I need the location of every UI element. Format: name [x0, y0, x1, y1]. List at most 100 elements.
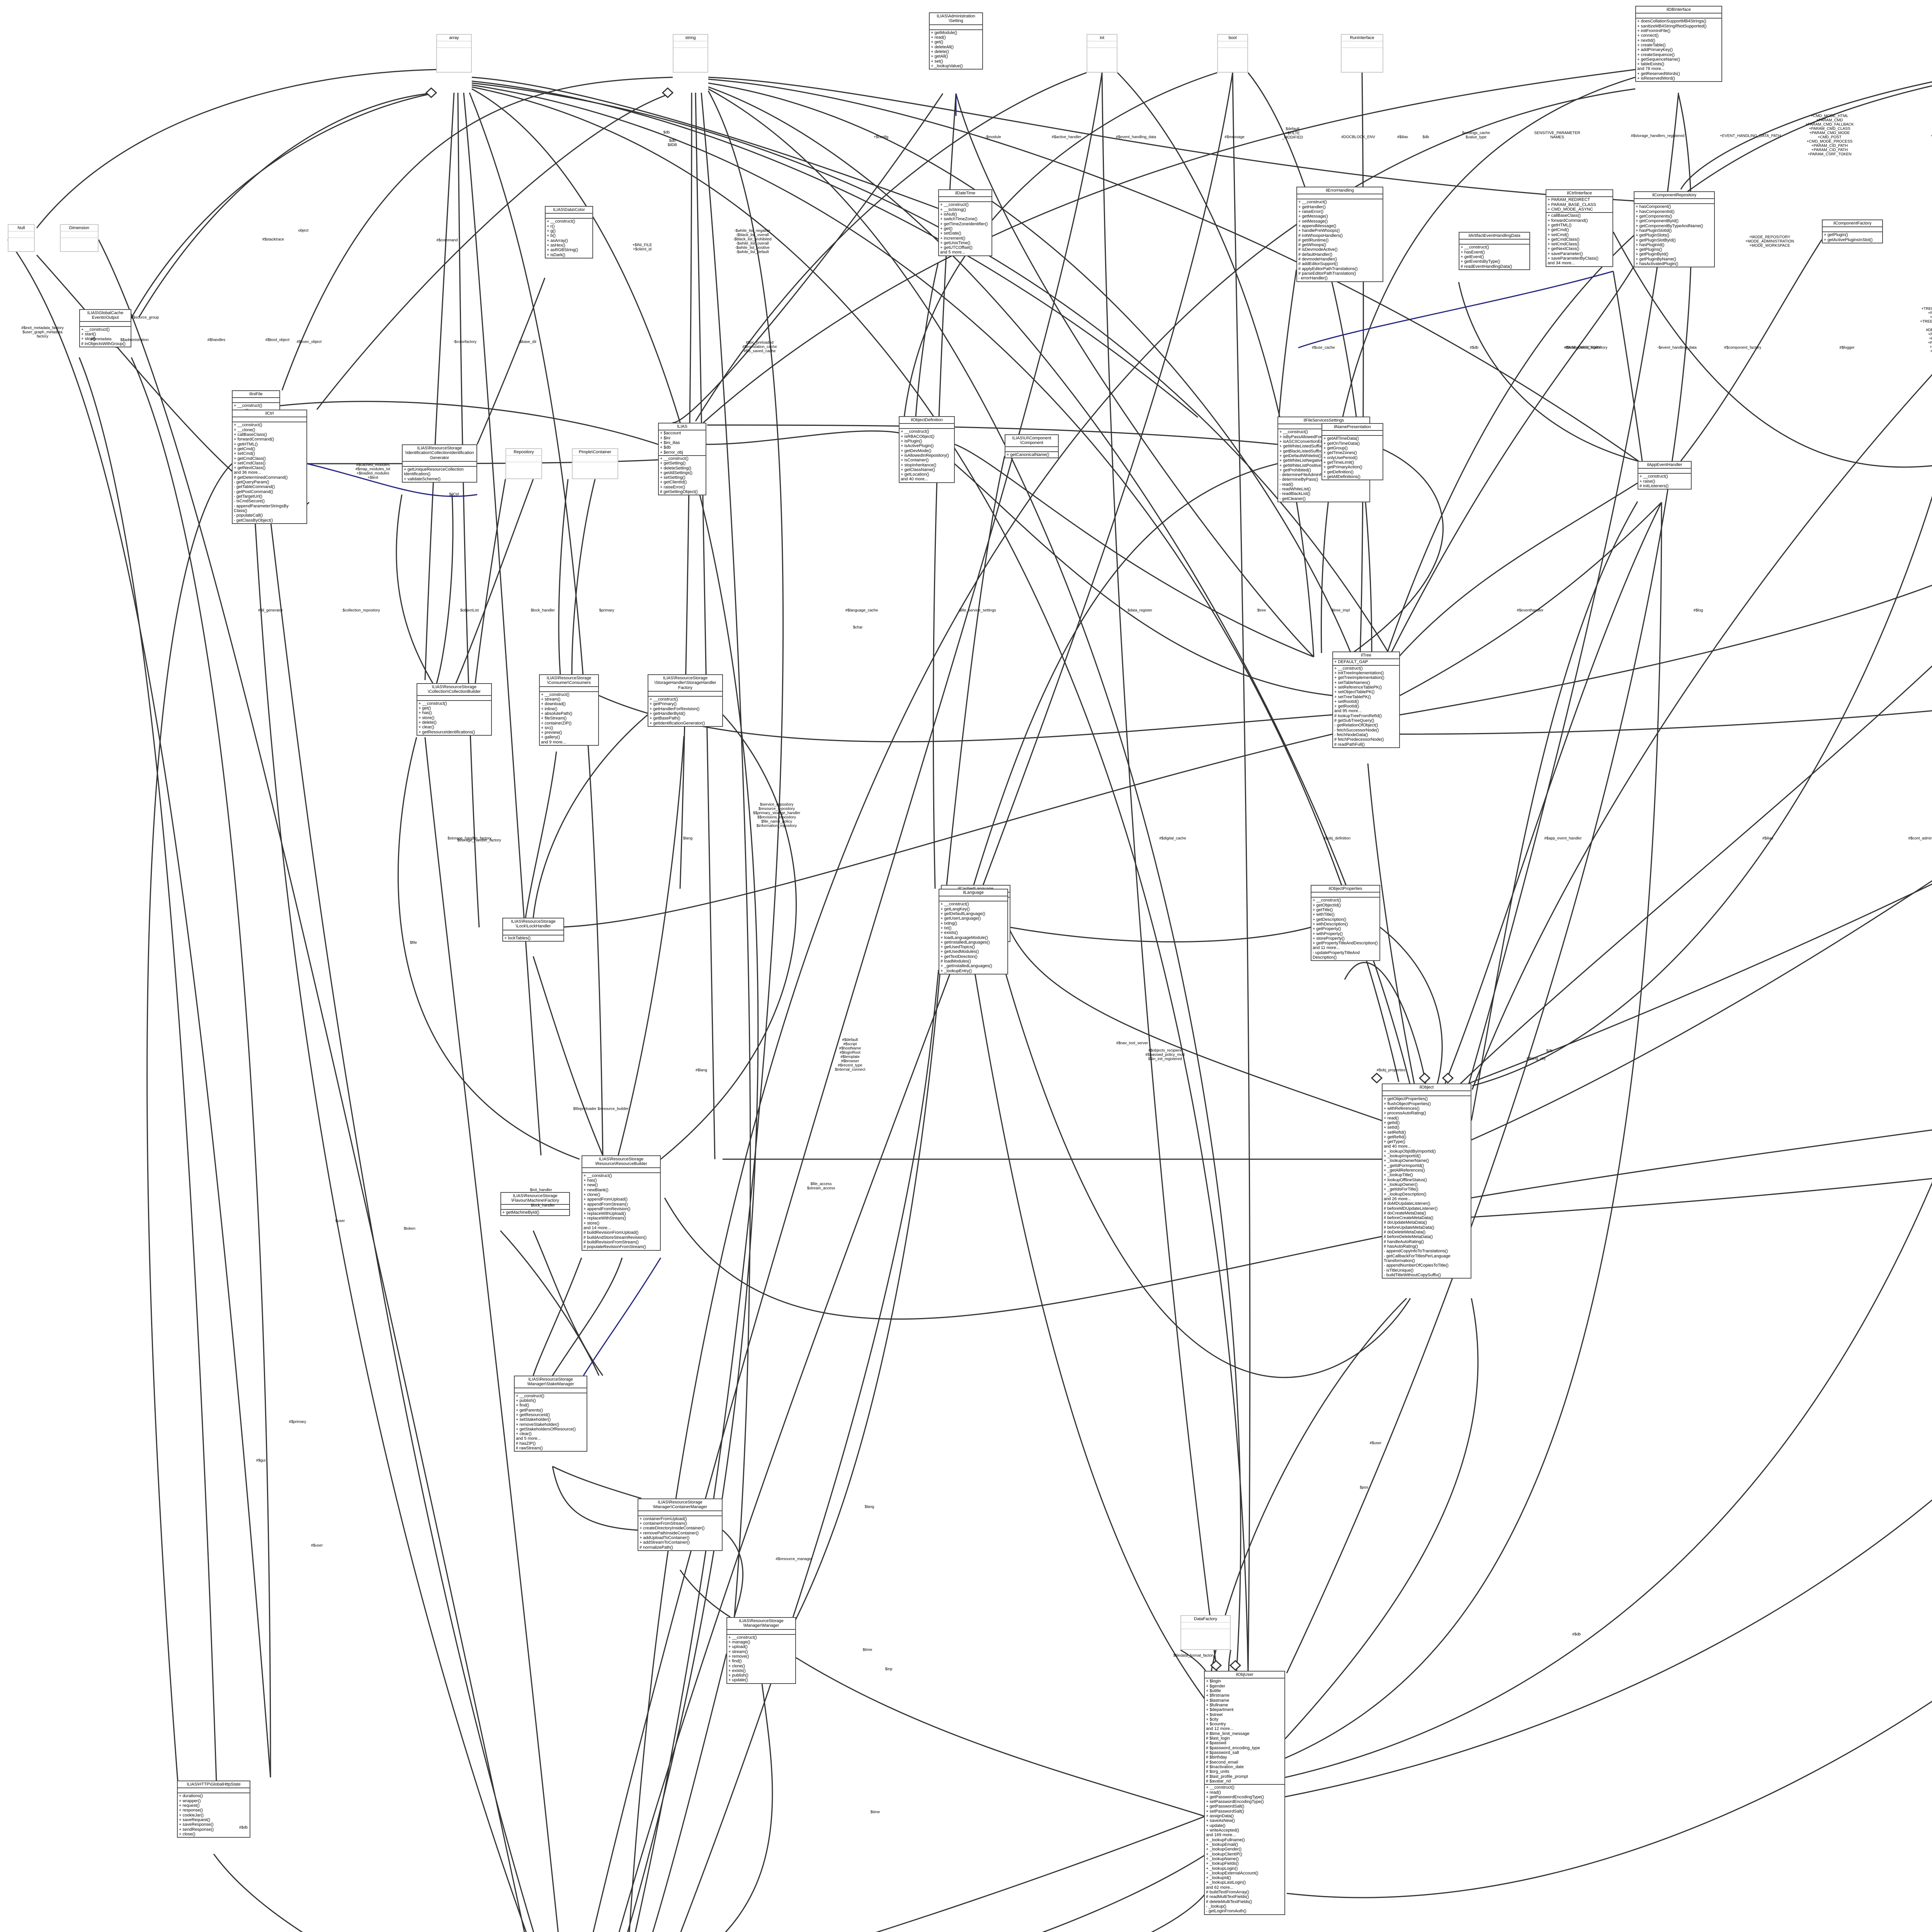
- uml-class-attributes: [540, 687, 598, 692]
- uml-class-node[interactable]: ilObjUser+ $login + $gender + $utitle + …: [1204, 1671, 1285, 1915]
- edge-label: #$event_handling_data: [1116, 135, 1156, 139]
- uml-class-node[interactable]: ilTree+ DEFAULT_GAP+ __construct() + ini…: [1332, 651, 1400, 748]
- uml-class-name: ilTree: [1333, 652, 1399, 660]
- uml-class-node[interactable]: ILIAS\ResourceStorage \Identification\Co…: [402, 444, 477, 483]
- uml-class-node[interactable]: Repository: [505, 448, 542, 479]
- edge-label: $token: [403, 1226, 416, 1231]
- edge-label: #$exit_metadata_factory $user_graph_meta…: [21, 326, 64, 339]
- uml-class-name: ILIAS\ResourceStorage \Manager\StakeMana…: [515, 1376, 587, 1388]
- edge-label: #$message: [1225, 135, 1245, 139]
- edge-label: $time: [862, 1648, 872, 1652]
- uml-class-node[interactable]: ilNamePresentation+ getAllTimeData() + g…: [1321, 423, 1383, 481]
- uml-class-node[interactable]: ILIAS\ResourceStorage \Manager\StakeMana…: [514, 1376, 587, 1452]
- uml-class-node[interactable]: ilComponentFactory+ getPlugin() + getAct…: [1822, 219, 1883, 243]
- uml-class-name: ilAppEventHandler: [1638, 462, 1691, 469]
- uml-class-node[interactable]: ilArtifactEventHandlingData+ __construct…: [1459, 232, 1530, 270]
- uml-class-name: ilObject: [1383, 1084, 1471, 1092]
- uml-class-attributes: [417, 696, 491, 701]
- uml-class-node[interactable]: RunInterface: [1341, 34, 1383, 73]
- uml-class-name: ilNamePresentation: [1322, 424, 1383, 431]
- uml-class-node[interactable]: ilDBInterface+ doesCollationSupportMB4St…: [1635, 6, 1722, 82]
- edge-label: #$handles: [207, 338, 226, 342]
- uml-class-attributes: + DEFAULT_GAP: [1333, 659, 1399, 666]
- edge-label: $collection_repository: [342, 608, 380, 613]
- uml-class-node[interactable]: Dimension: [60, 224, 99, 252]
- uml-class-name: ilComponentFactory: [1823, 220, 1882, 228]
- uml-class-node[interactable]: ilAppEventHandler+ __construct() + raise…: [1638, 461, 1692, 490]
- edge-label: $tree: [1257, 608, 1266, 613]
- uml-class-name: Repository: [506, 449, 541, 456]
- uml-class-node[interactable]: ilObjectProperties+ __construct() + getO…: [1311, 885, 1380, 961]
- uml-class-name: ILIAS\ResourceStorage \Consumer\Consumer…: [540, 675, 598, 687]
- uml-class-node[interactable]: ILIAS\ResourceStorage \Consumer\Consumer…: [539, 674, 599, 746]
- uml-class-attributes: [939, 896, 1007, 902]
- uml-class-node[interactable]: ILIAS\ResourceStorage \Lock\LockHandler+…: [502, 918, 564, 942]
- uml-class-node[interactable]: ilErrorHandling+ __construct() + getHand…: [1296, 187, 1383, 282]
- uml-class-node[interactable]: ILIAS\ResourceStorage \Manager\Container…: [638, 1498, 723, 1551]
- uml-class-node[interactable]: ILIAS+ $account + $ini + $ini_ilias + $d…: [658, 423, 706, 496]
- edge-label: #$il_generator: [258, 608, 283, 613]
- uml-class-attributes: [900, 424, 954, 429]
- uml-class-attributes: [727, 1630, 795, 1635]
- uml-class-node[interactable]: DataFactory: [1180, 1615, 1231, 1650]
- uml-class-name: ILIAS\ResourceStorage \Flavour\Machine\F…: [501, 1193, 569, 1205]
- uml-class-node[interactable]: ilObjectDefinition+ __construct() + isRB…: [899, 416, 955, 483]
- edge-label: $char: [853, 625, 863, 630]
- edge-label: #DOCBLOCK_ENV: [1341, 135, 1375, 139]
- uml-class-node[interactable]: bool: [1217, 34, 1248, 73]
- uml-class-attributes: [573, 456, 617, 463]
- uml-class-node[interactable]: array: [436, 34, 472, 73]
- uml-class-node[interactable]: ILIAS\UI\Component \Component+ getCanoni…: [1005, 434, 1059, 458]
- uml-class-node[interactable]: Null: [8, 224, 35, 252]
- edge-label: $inp: [885, 1667, 893, 1672]
- edge-label: #$lang_obj: [1526, 1056, 1546, 1061]
- uml-class-operations: [573, 462, 617, 468]
- uml-class-node[interactable]: ILIAS\HTTP\GlobalHttpState+ durations() …: [177, 1781, 250, 1838]
- uml-class-name: ILIAS\ResourceStorage \StorageHandler\St…: [648, 675, 722, 692]
- uml-class-node[interactable]: ILIAS\ResourceStorage \Manager\Manager+ …: [726, 1617, 796, 1684]
- uml-class-name: ILIAS\ResourceStorage \Manager\Manager: [727, 1618, 795, 1630]
- uml-class-attributes: [501, 1205, 569, 1210]
- edge-label: $db: [1422, 135, 1429, 139]
- uml-class-node[interactable]: ilCtrl+ __construct() + __clone() + call…: [232, 410, 307, 524]
- uml-class-node[interactable]: ilObject+ getObjectProperties() + flushO…: [1382, 1083, 1471, 1279]
- uml-class-node[interactable]: ILIAS\ResourceStorage \StorageHandler\St…: [648, 674, 723, 727]
- uml-class-operations: [61, 238, 98, 244]
- uml-class-node[interactable]: ILIAS\Administration \Setting+ getModule…: [929, 12, 983, 70]
- uml-class-name: ILIAS\ResourceStorage \Manager\Container…: [638, 1499, 722, 1511]
- uml-class-node[interactable]: ILIAS\ResourceStorage \Collection\Collec…: [417, 683, 492, 736]
- uml-class-node[interactable]: Pimple\Container: [572, 448, 618, 479]
- uml-class-node[interactable]: string: [673, 34, 708, 73]
- uml-class-node[interactable]: ilLanguage+ __construct() + getLangKey()…: [939, 889, 1008, 975]
- uml-class-attributes: [582, 1168, 660, 1173]
- edge-label: #$db: [1572, 1632, 1581, 1637]
- edge-label: +EVENT_HANDLING_DATA_PATH: [1720, 134, 1781, 138]
- uml-class-attributes: [403, 462, 476, 467]
- uml-class-operations: + __construct() + initTreeImplementation…: [1334, 666, 1384, 747]
- edge-label: $primary: [599, 608, 614, 613]
- uml-class-node[interactable]: ILIAS\GlobalCache Events\Output+ __const…: [79, 309, 131, 347]
- edge-label: #$metadata: [91, 337, 112, 342]
- edge-label: $objectList: [460, 608, 479, 613]
- uml-class-name: string: [673, 35, 707, 42]
- edge-label: #$obj_properties: [1376, 1068, 1406, 1073]
- uml-class-node[interactable]: ilComponentRepository+ hasComponent() + …: [1634, 191, 1715, 268]
- uml-class-operations: [9, 238, 34, 244]
- uml-class-node[interactable]: int: [1087, 34, 1117, 73]
- uml-class-operations: [1181, 1629, 1230, 1635]
- uml-class-node[interactable]: ilDateTime+ __construct() + __toString()…: [938, 189, 992, 256]
- uml-class-name: ILIAS: [659, 423, 706, 431]
- uml-class-node[interactable]: ilCtrlInterface+ PARAM_REDIRECT + PARAM_…: [1546, 189, 1613, 267]
- uml-class-operations: [506, 462, 541, 468]
- uml-class-node[interactable]: ILIAS\ResourceStorage \Resource\Resource…: [582, 1155, 661, 1251]
- uml-class-node[interactable]: ILIAS\ResourceStorage \Flavour\Machine\F…: [500, 1192, 570, 1216]
- edge-label: $db: [1546, 1049, 1553, 1053]
- edge-label: +PLUGIN_BASE_PATH: [1930, 134, 1932, 138]
- uml-class-node[interactable]: ILIAS\Data\Color+ __construct() + r() + …: [545, 206, 593, 259]
- uml-class-operations: + __construct() + stream() + download() …: [541, 692, 573, 745]
- edge-label: #$ilias: [1762, 836, 1774, 841]
- uml-class-name: array: [437, 35, 471, 42]
- edge-label: #$bool_object: [265, 338, 290, 342]
- uml-class-name: ilComponentRepository: [1634, 192, 1714, 199]
- uml-class-attributes: [1638, 469, 1691, 474]
